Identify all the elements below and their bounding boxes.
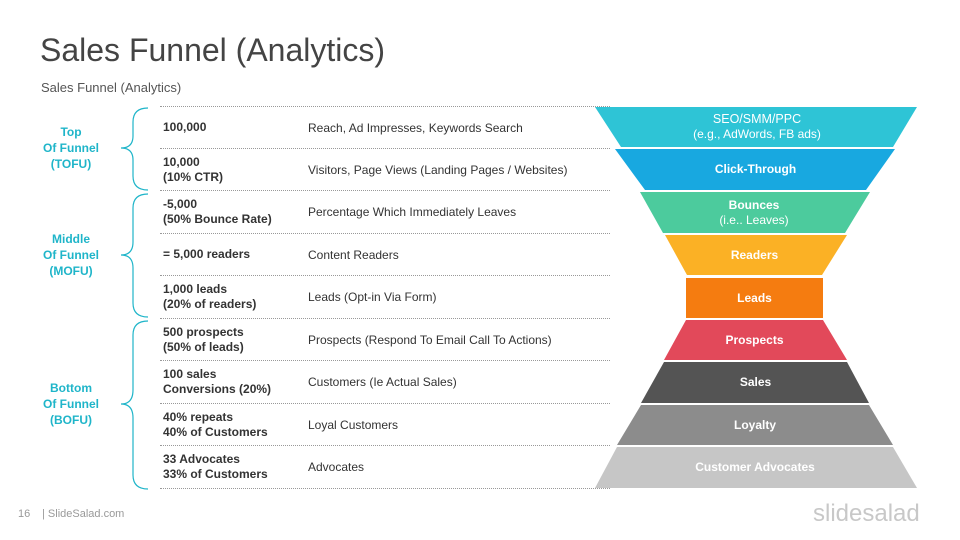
row-metric: 500 prospects (50% of leads)	[163, 324, 244, 354]
row-description: Percentage Which Immediately Leaves	[308, 204, 517, 219]
row-separator	[160, 403, 610, 404]
funnel-label-prospects: Prospects	[725, 332, 784, 347]
row-metric: -5,000 (50% Bounce Rate)	[163, 196, 272, 226]
footer-brand: | SlideSalad.com	[42, 508, 125, 520]
row-description: Prospects (Respond To Email Call To Acti…	[308, 332, 552, 347]
group-label-bofu: Bottom Of Funnel (BOFU)	[43, 381, 99, 427]
row-metric: = 5,000 readers	[163, 247, 251, 261]
row-metric: 33 Advocates 33% of Customers	[163, 451, 268, 481]
row-separator	[160, 275, 610, 276]
row-separator	[160, 190, 610, 191]
group-label-tofu: Top Of Funnel (TOFU)	[43, 125, 99, 171]
row-separator	[160, 445, 610, 446]
funnel-segment-readers	[665, 235, 847, 275]
page-subtitle: Sales Funnel (Analytics)	[41, 80, 182, 95]
row-description: Visitors, Page Views (Landing Pages / We…	[308, 162, 568, 177]
row-description: Loyal Customers	[308, 417, 399, 432]
brace-mofu-icon	[120, 193, 149, 318]
brand-logo: slidesalad	[813, 500, 920, 527]
row-metric: 1,000 leads (20% of readers)	[163, 281, 257, 311]
funnel-segment-seo	[595, 107, 917, 147]
table-row: 100,000 Reach, Ad Impresses, Keywords Se…	[160, 106, 610, 149]
row-separator	[160, 318, 610, 319]
brace-bofu-icon	[120, 320, 149, 490]
row-separator	[160, 233, 610, 234]
funnel-segment-prospects	[664, 320, 847, 360]
funnel-label-bounces: Bounces (i.e.. Leaves)	[719, 197, 789, 227]
page-title: Sales Funnel (Analytics)	[40, 32, 386, 68]
funnel-label-loyalty: Loyalty	[733, 417, 776, 432]
row-description: Customers (Ie Actual Sales)	[308, 374, 457, 389]
table-row: 1,000 leads (20% of readers) Leads (Opt-…	[160, 275, 610, 318]
funnel-label-click-through: Click-Through	[714, 162, 797, 176]
table-row: 40% repeats 40% of Customers Loyal Custo…	[160, 403, 610, 446]
table-row: 33 Advocates 33% of Customers Advocates	[160, 445, 610, 488]
funnel-segment-leads	[686, 278, 823, 318]
row-metric: 40% repeats 40% of Customers	[163, 409, 268, 439]
group-label-mofu: Middle Of Funnel (MOFU)	[43, 232, 99, 278]
funnel-segment-customer-advocates	[595, 447, 917, 488]
funnel-label-customer-advocates: Customer Advocates	[695, 460, 815, 474]
table-row: 100 sales Conversions (20%) Customers (I…	[160, 360, 610, 403]
table-row: -5,000 (50% Bounce Rate) Percentage Whic…	[160, 190, 610, 233]
row-metric: 10,000 (10% CTR)	[163, 154, 224, 184]
row-metric: 100,000	[163, 120, 207, 134]
row-description: Reach, Ad Impresses, Keywords Search	[308, 120, 523, 135]
funnel-segment-click-through	[615, 149, 895, 190]
row-description: Leads (Opt-in Via Form)	[308, 289, 437, 304]
table-row: = 5,000 readers Content Readers	[160, 233, 610, 276]
table-row: 10,000 (10% CTR) Visitors, Page Views (L…	[160, 148, 610, 191]
funnel-label-seo: SEO/SMM/PPC (e.g., AdWords, FB ads)	[693, 112, 821, 141]
brace-tofu-icon	[120, 107, 149, 191]
funnel-label-sales: Sales	[739, 375, 772, 389]
funnel-segment-loyalty	[617, 405, 893, 445]
table-row: 500 prospects (50% of leads) Prospects (…	[160, 318, 610, 361]
funnel-segment-sales	[641, 362, 869, 403]
row-description: Advocates	[308, 459, 365, 474]
row-separator	[160, 488, 610, 489]
row-separator	[160, 106, 610, 107]
funnel-label-leads: Leads	[737, 290, 772, 305]
funnel-segment-bounces	[640, 192, 870, 233]
row-description: Content Readers	[308, 247, 399, 262]
page-number: 16	[18, 508, 31, 520]
row-metric: 100 sales Conversions (20%)	[163, 366, 272, 396]
row-separator	[160, 360, 610, 361]
row-separator	[160, 148, 610, 149]
funnel-label-readers: Readers	[730, 247, 779, 262]
